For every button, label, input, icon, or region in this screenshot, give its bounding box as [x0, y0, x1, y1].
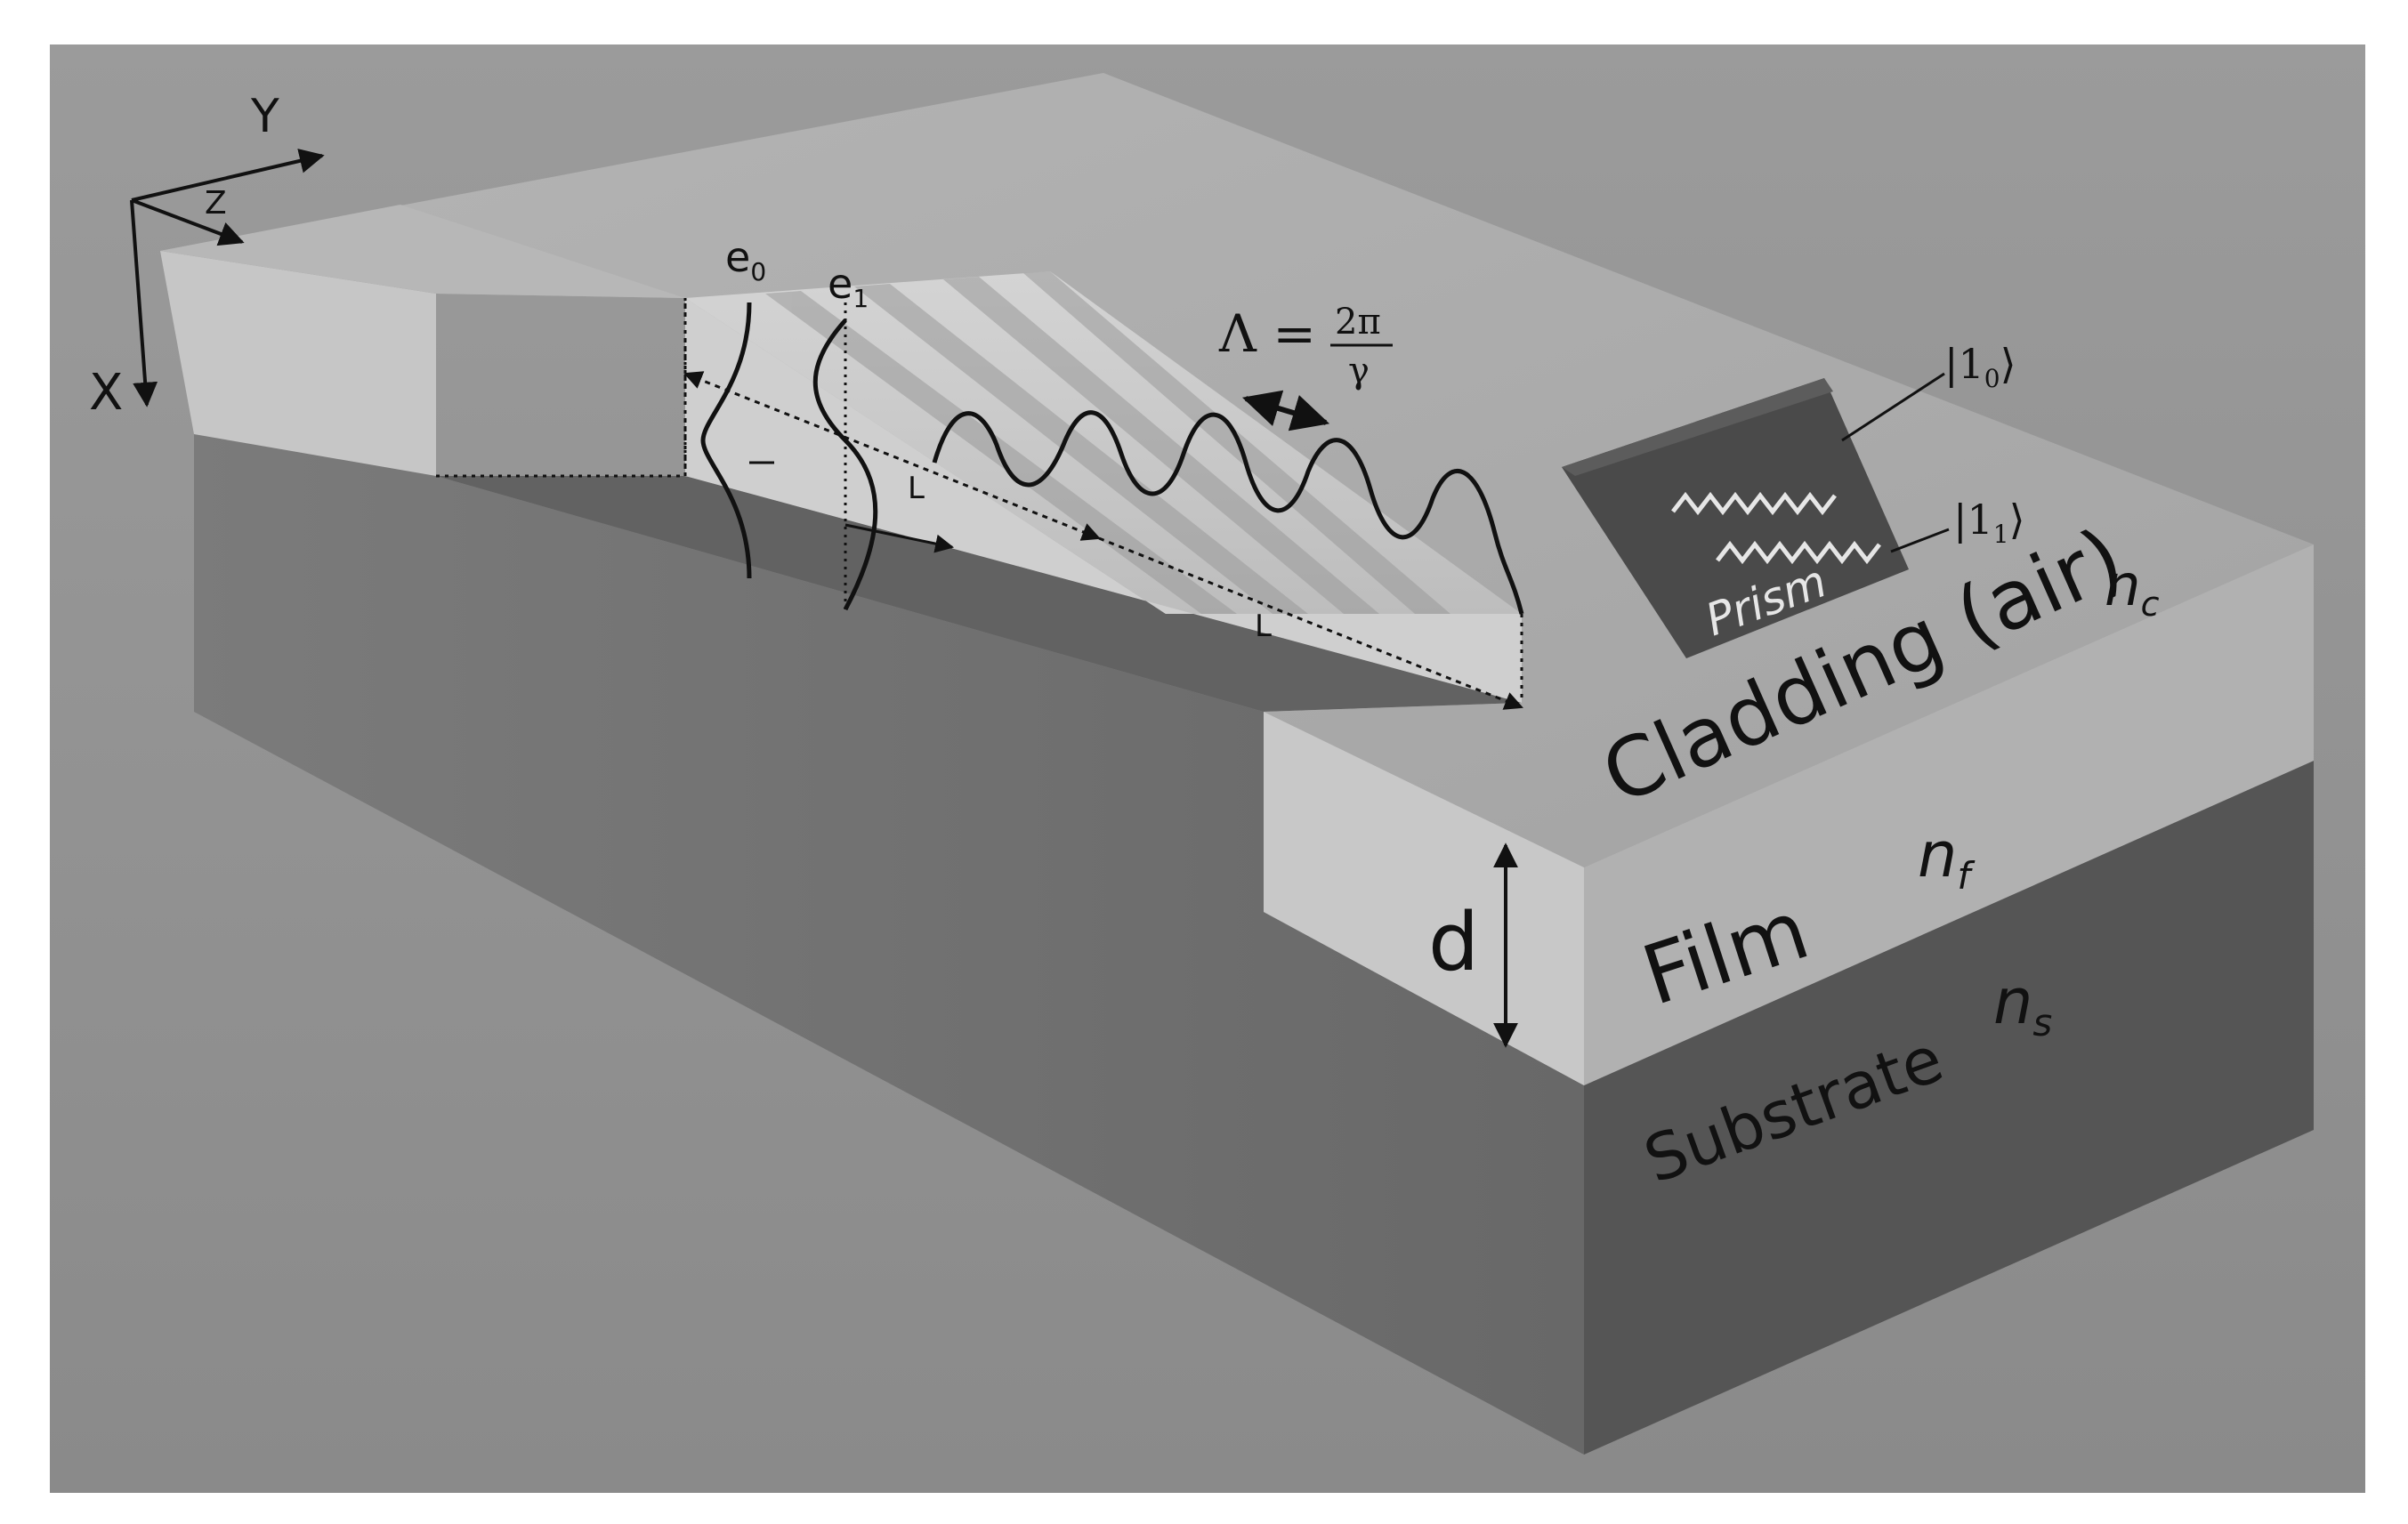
length-label-l1: L [908, 471, 925, 506]
thickness-label: d [1428, 896, 1479, 989]
cladding-index: nc [2105, 553, 2160, 624]
coordinate-axes: Y X Z [89, 90, 325, 422]
lambda-denominator: γ [1348, 351, 1370, 391]
substrate-front-face [194, 434, 1584, 1455]
substrate-index: ns [1993, 965, 2052, 1044]
length-indicators: L L [683, 371, 1523, 710]
lambda-numerator: 2π [1335, 302, 1381, 343]
length-label-l2: L [1255, 609, 1272, 644]
left-block-top [160, 205, 685, 298]
mode-e0-label: e0 [725, 233, 766, 286]
state-0-label: |10⟩ [1944, 340, 2016, 393]
axis-y-label: Y [250, 90, 279, 143]
film-thickness: d [1428, 843, 1518, 1048]
axis-z-label: Z [205, 185, 227, 222]
mode-e1-label: e1 [828, 260, 869, 313]
left-block-front [160, 251, 436, 476]
photon-wave-0 [1671, 491, 1837, 516]
photon-wave-1 [1716, 540, 1881, 565]
grating-period-formula: Λ = 2π γ [1218, 302, 1393, 431]
prism: Prism |10⟩ |11⟩ [1562, 340, 2025, 658]
lambda-lhs: Λ = [1218, 303, 1316, 364]
axis-x-label: X [89, 364, 123, 422]
period-arrow [1241, 390, 1330, 431]
film-side-face [1584, 544, 2314, 1085]
state-1-label: |11⟩ [1953, 496, 2025, 549]
substrate-side-face [1584, 761, 2314, 1455]
prism-top-face [1562, 378, 1833, 476]
grating-ridge-top [685, 271, 1522, 614]
